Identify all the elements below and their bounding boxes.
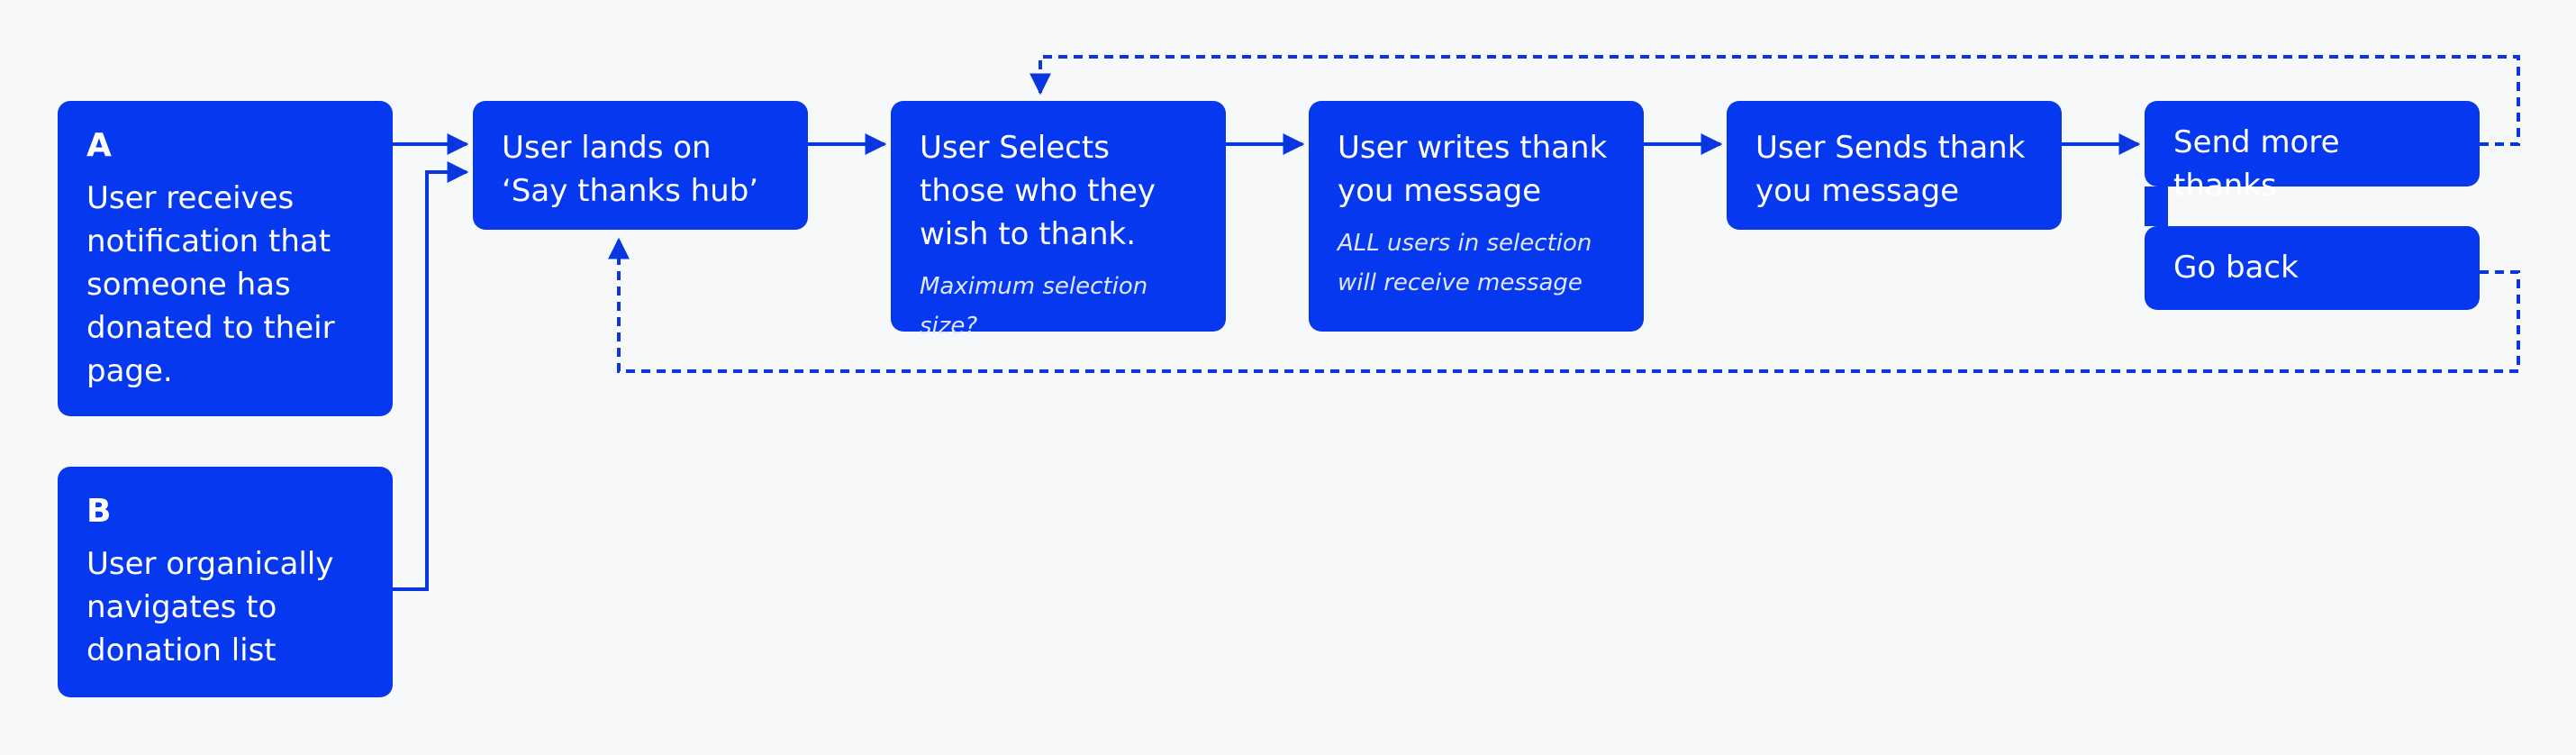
write-box: User writes thank you message ALL users … [1309,101,1644,332]
go-back-box: Go back [2145,226,2480,310]
arrow-b-to-hub [393,161,469,591]
start-b-box: B User organically navigates to donation… [58,467,393,697]
loop-back-to-hub [608,237,2520,373]
select-text: User Selects those who they wish to than… [920,130,1156,252]
go-back-text: Go back [2173,250,2299,286]
hub-text: User lands on ‘Say thanks hub’ [502,130,759,209]
send-more-text: Send more thanks [2173,124,2340,204]
start-b-text: User organically navigates to donation l… [86,545,334,669]
select-note: Maximum selection size? [920,273,1148,340]
send-box: User Sends thank you message [1727,101,2062,230]
select-box: User Selects those who they wish to than… [891,101,1226,340]
start-a-text: User receives notification that someone … [86,179,335,389]
hub-box: User lands on ‘Say thanks hub’ [473,101,808,230]
option-connector [2145,186,2168,226]
send-text: User Sends thank you message [1755,130,2026,209]
write-note: ALL users in selection will receive mess… [1338,230,1592,296]
write-text: User writes thank you message [1338,130,1608,209]
loop-more-to-select [1029,55,2520,146]
start-a-box: A User receives notification that someon… [58,101,393,416]
start-a-tag: A [86,127,113,164]
start-b-tag: B [86,493,113,530]
send-more-box: Send more thanks [2145,101,2480,204]
